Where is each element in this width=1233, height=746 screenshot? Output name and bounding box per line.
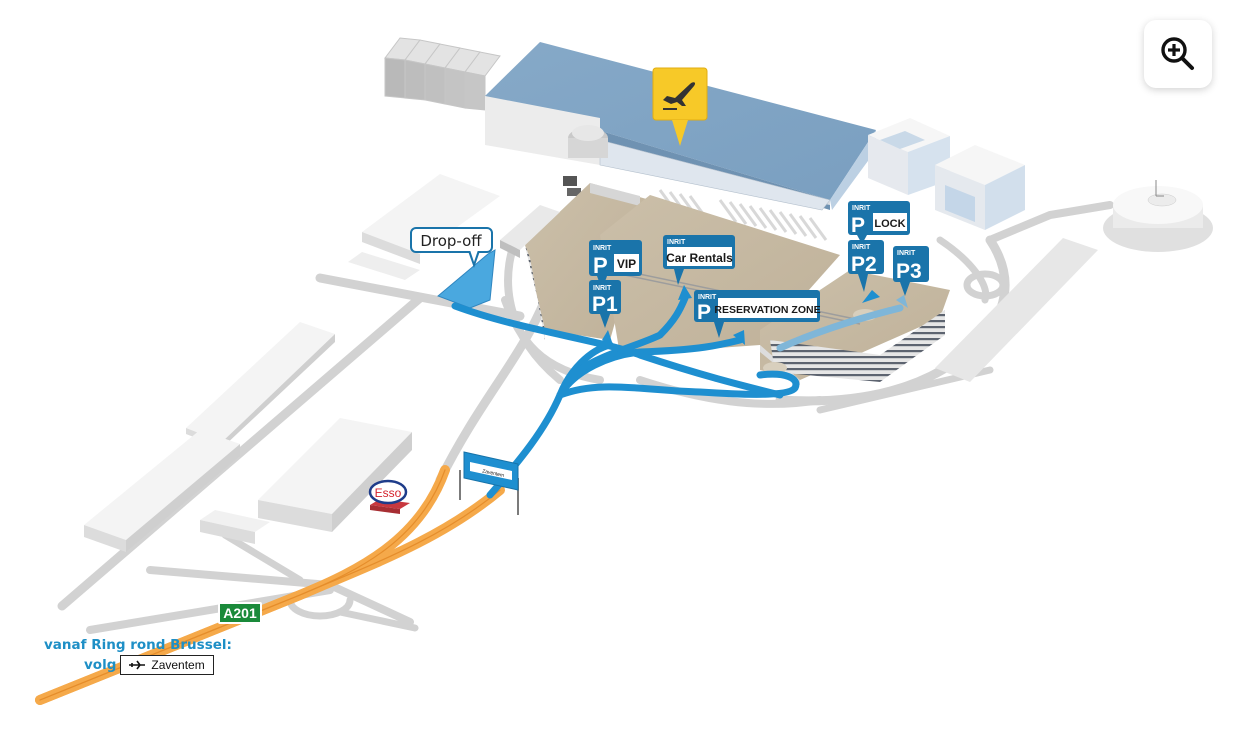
parking-code: P1 [592,293,618,316]
inrit-label: INRIT [897,250,916,257]
parking-marker-p1[interactable]: INRIT P1 [589,280,621,328]
parking-code: P [593,253,608,278]
drop-off-label: Drop-off [420,232,482,250]
parking-marker-car-rentals[interactable]: INRIT Car Rentals [663,235,735,285]
directions-line-1: vanaf Ring rond Brussel: [44,637,232,653]
parking-code: P2 [851,253,877,276]
inrit-label: INRIT [698,294,717,301]
parking-marker-vip[interactable]: INRIT P VIP [589,240,642,290]
parking-label: VIP [617,257,636,271]
inrit-label: INRIT [852,205,871,212]
esso-logo [368,479,408,505]
route-arrows [602,285,908,348]
warehouse-buildings [84,174,500,552]
directions-line-2: volg Zaventem [44,655,232,675]
parking-label: RESERVATION ZONE [714,304,820,316]
departures-plane-icon [663,82,696,110]
terminal-marker[interactable] [652,67,708,146]
esso-label: Esso [375,486,402,500]
parking-label: Car Rentals [666,251,733,265]
inrit-label: INRIT [852,244,871,251]
zaventem-sign: Zaventem [120,655,214,675]
parking-marker-reservation-zone[interactable]: INRIT P RESERVATION ZONE [694,290,821,338]
road-shield-a201: A201 [218,602,262,624]
route-to-parking [451,294,800,499]
parking-label: LOCK [874,218,905,230]
parking-code: P [697,301,711,324]
inrit-label: INRIT [667,239,686,246]
zoom-in-icon [1161,37,1194,70]
office-buildings [868,118,1213,252]
highway-direction-sign: Zaventem [459,451,519,515]
zaventem-sign-label: Zaventem [151,657,205,672]
drop-off-zone[interactable] [437,249,496,309]
inrit-label: INRIT [593,245,612,252]
highway-a201 [35,465,505,705]
follow-word: volg [84,656,117,673]
road-shield-label: A201 [223,605,257,621]
highway-sign-label: Zaventem [482,468,505,478]
side-platform [935,238,1098,382]
parking-code: P3 [896,260,922,283]
route-to-p3 [776,304,904,352]
parking-marker-lock[interactable]: INRIT P LOCK [848,201,910,244]
inrit-label: INRIT [593,285,612,292]
parking-code: P [851,214,865,237]
plane-icon [129,660,146,670]
esso-station: Esso [368,479,410,514]
zoom-in-button[interactable] [1144,20,1212,88]
drop-off-marker[interactable]: Drop-off [410,227,493,268]
parking-marker-p3[interactable]: INRIT P3 [893,246,929,296]
directions-note: vanaf Ring rond Brussel: volg Zaventem [44,636,232,675]
parking-marker-p2[interactable]: INRIT P2 [848,240,884,292]
